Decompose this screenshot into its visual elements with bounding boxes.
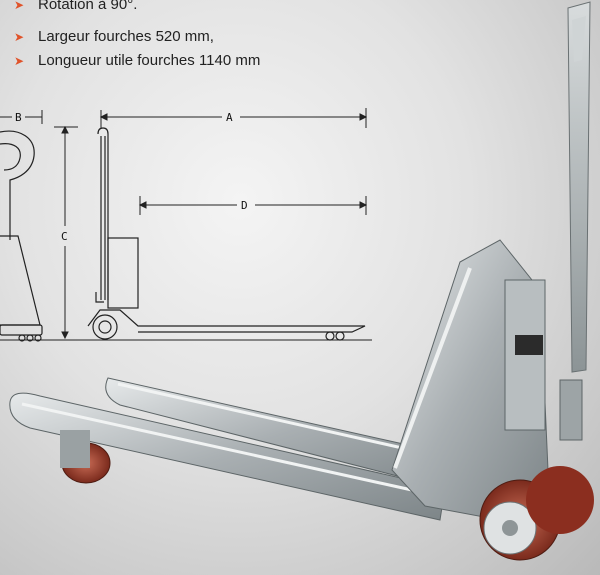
dimension-b (0, 110, 43, 124)
arrow-right-icon: ➤ (14, 54, 25, 68)
feature-item: ➤ Longueur utile fourches 1140 mm (14, 50, 260, 72)
side-view (87, 127, 366, 341)
arrow-right-icon: ➤ (14, 0, 25, 12)
dimension-a (99, 108, 368, 128)
dimension-d (138, 196, 368, 215)
dimension-label-b: B (15, 111, 22, 124)
dimension-label-a: A (226, 111, 233, 124)
feature-text: Largeur fourches 520 mm, (38, 28, 214, 45)
front-view (0, 130, 43, 342)
feature-text: Rotation à 90°. (38, 0, 138, 13)
pallet-truck-illustration (9, 1, 594, 561)
dimension-label-c: C (61, 230, 68, 243)
arrow-right-icon: ➤ (14, 30, 25, 44)
feature-item: ➤ Rotation à 90°. (14, 0, 137, 16)
feature-item: ➤ Largeur fourches 520 mm, (14, 26, 214, 48)
dimension-label-d: D (241, 199, 248, 212)
feature-text: Longueur utile fourches 1140 mm (38, 52, 261, 69)
dimension-c (54, 125, 78, 340)
